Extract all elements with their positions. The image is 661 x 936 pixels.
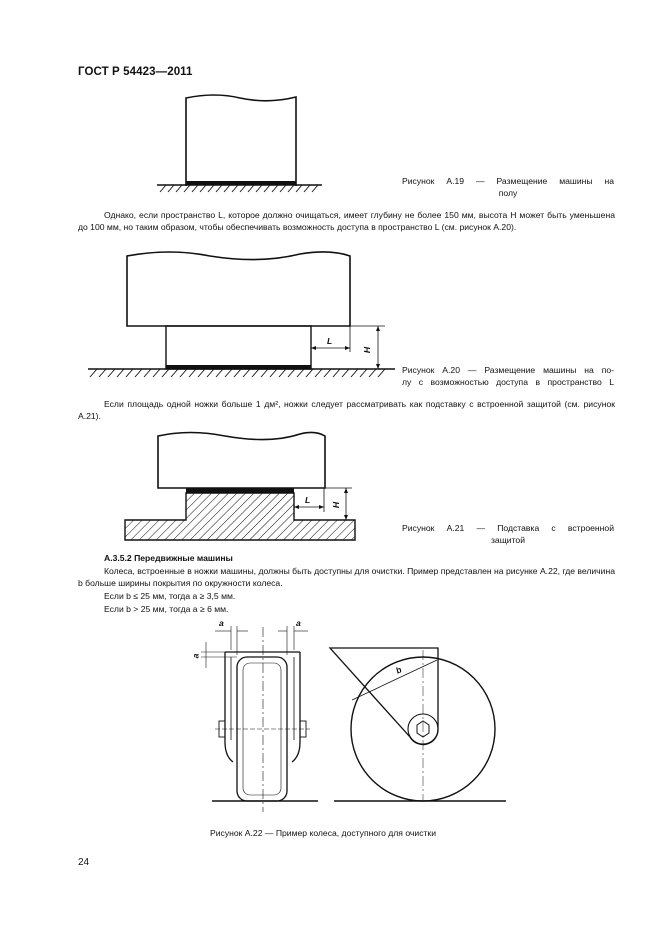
figure-a21-drawing <box>124 431 356 541</box>
a22-label-a-right: a <box>296 618 301 628</box>
figure-a19-caption-line1: Рисунок А.19 — Размещение машины на <box>402 176 614 186</box>
paragraph-1: Однако, если пространство L, которое дол… <box>78 210 615 233</box>
figure-a22-front-view <box>201 626 318 812</box>
figure-a19-drawing <box>157 94 322 193</box>
figure-a21-caption-line1: Рисунок А.21 — Подставка с встроенной <box>402 523 614 533</box>
figure-a20-caption: Рисунок А.20 — Размещение машины на по- … <box>402 364 614 388</box>
figure-a20-drawing <box>88 251 395 378</box>
a20-label-L: L <box>327 336 333 346</box>
a20-label-H: H <box>362 346 373 354</box>
figure-a20-caption-line2: лу с возможностью доступа в пространство… <box>402 377 614 387</box>
condition-1: Если b ≤ 25 мм, тогда a ≥ 3,5 мм. <box>104 591 236 601</box>
a22-label-a-vertical: a <box>190 653 201 659</box>
figure-a22-side-view <box>328 647 506 802</box>
figure-a21-caption-line2: защитой <box>490 535 525 545</box>
figure-a19-caption-line2: полу <box>498 188 518 198</box>
document-header: ГОСТ Р 54423—2011 <box>78 66 193 78</box>
a21-label-H: H <box>331 501 342 509</box>
paragraph-2: Если площадь одной ножки больше 1 дм², н… <box>78 399 615 422</box>
figure-a20-caption-line1: Рисунок А.20 — Размещение машины на по- <box>402 365 614 375</box>
figure-a22-caption: Рисунок А.22 — Пример колеса, доступного… <box>210 828 436 838</box>
condition-2: Если b > 25 мм, тогда a ≥ 6 мм. <box>104 604 229 614</box>
page-number: 24 <box>78 857 90 868</box>
a21-label-L: L <box>305 495 311 505</box>
a22-label-a-left: a <box>219 618 224 628</box>
section-title: А.3.5.2 Передвижные машины <box>104 553 233 563</box>
figure-a21-caption: Рисунок А.21 — Подставка с встроенной за… <box>402 522 614 546</box>
figure-a19-caption: Рисунок А.19 — Размещение машины на полу <box>402 175 614 199</box>
paragraph-3: Колеса, встроенные в ножки машины, должн… <box>78 566 615 589</box>
